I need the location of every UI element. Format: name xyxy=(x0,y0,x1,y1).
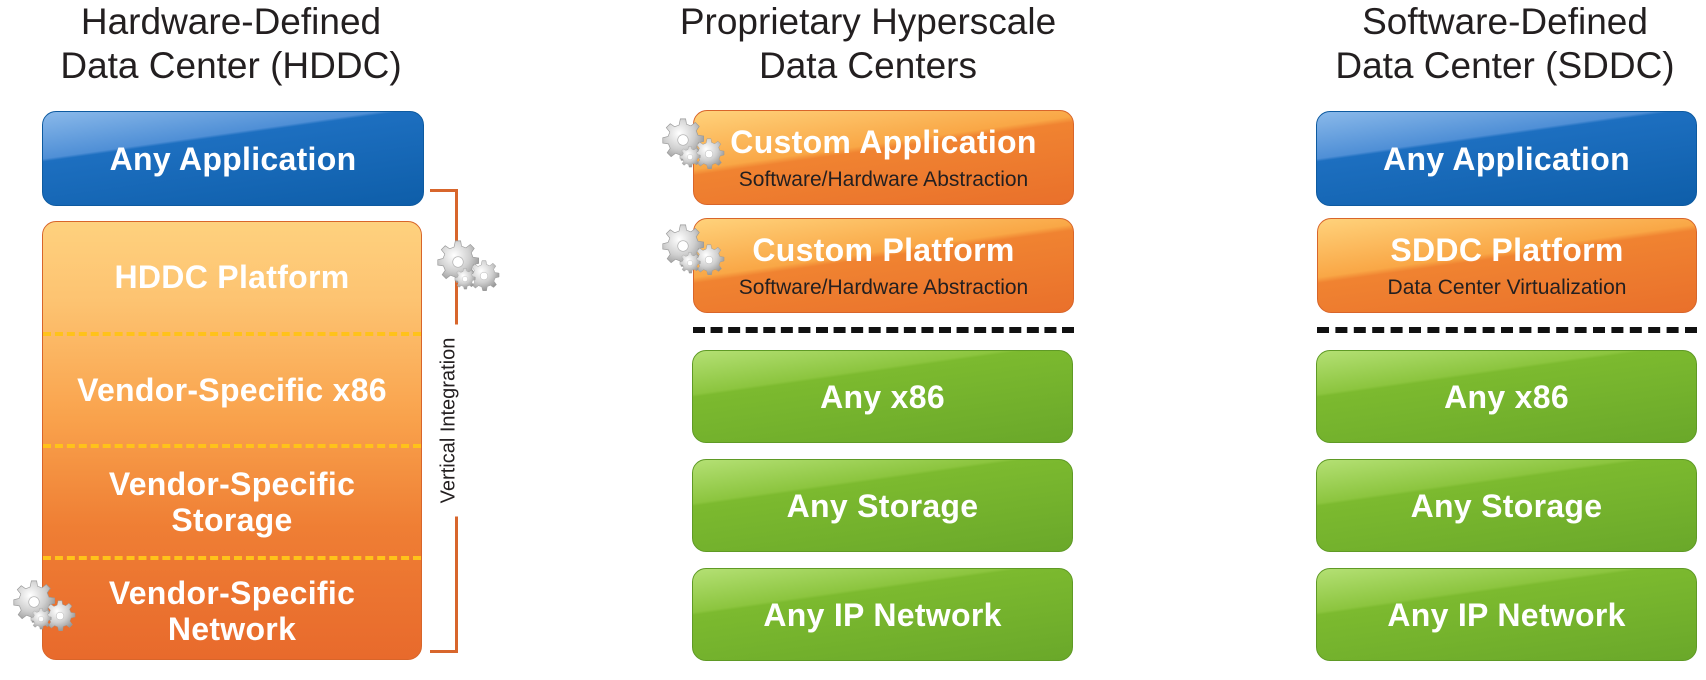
gear-icon xyxy=(10,578,80,638)
hddc-network-label-line-2: Network xyxy=(167,610,297,647)
hddc-storage-label-line-1: Vendor-Specific xyxy=(108,466,356,502)
hyperscale-title-line-1: Proprietary Hyperscale xyxy=(679,1,1057,42)
hyperscale-network-label: Any IP Network xyxy=(763,596,1002,633)
hddc-network-label-line-1: Vendor-Specific xyxy=(108,574,356,611)
sddc-platform-box: SDDC Platform Data Center Virtualization xyxy=(1317,218,1697,313)
hddc-layer-divider-2 xyxy=(43,444,421,448)
hddc-platform-label: HDDC Platform xyxy=(114,259,350,295)
custom-platform-sublabel: Software/Hardware Abstraction xyxy=(738,275,1029,299)
custom-application-box: Custom Application Software/Hardware Abs… xyxy=(693,110,1074,205)
hyperscale-title: Proprietary Hyperscale Data Centers xyxy=(664,0,1072,88)
sddc-any-application-label: Any Application xyxy=(1383,140,1630,177)
hddc-stack-box: HDDC Platform Vendor-Specific x86 Vendor… xyxy=(42,221,422,660)
sddc-title: Software-Defined Data Center (SDDC) xyxy=(1318,0,1692,88)
hyperscale-storage-box: Any Storage xyxy=(692,459,1073,552)
hddc-any-application-label: Any Application xyxy=(109,140,357,177)
sddc-title-line-2: Data Center (SDDC) xyxy=(1335,45,1675,86)
hddc-x86-label: Vendor-Specific x86 xyxy=(77,372,387,408)
sddc-title-line-1: Software-Defined xyxy=(1362,1,1648,42)
sddc-storage-box: Any Storage xyxy=(1316,459,1697,552)
custom-platform-box: Custom Platform Software/Hardware Abstra… xyxy=(693,218,1074,313)
hyperscale-x86-box: Any x86 xyxy=(692,350,1073,443)
sddc-platform-sublabel: Data Center Virtualization xyxy=(1387,275,1627,299)
hyperscale-network-box: Any IP Network xyxy=(692,568,1073,661)
sddc-any-application-box: Any Application xyxy=(1316,111,1697,206)
hddc-layer-divider-1 xyxy=(43,332,421,336)
hddc-storage-label-line-2: Storage xyxy=(171,502,293,538)
custom-platform-label: Custom Platform xyxy=(752,231,1015,268)
hddc-layer-divider-3 xyxy=(43,556,421,560)
hyperscale-x86-label: Any x86 xyxy=(820,378,945,415)
hddc-title: Hardware-Defined Data Center (HDDC) xyxy=(42,0,420,88)
hddc-network-layer: Vendor-Specific Network xyxy=(43,560,421,659)
gear-icon xyxy=(434,238,504,298)
hddc-title-line-1: Hardware-Defined xyxy=(80,1,382,42)
hddc-title-line-2: Data Center (HDDC) xyxy=(60,45,402,86)
gear-icon xyxy=(659,222,729,282)
hddc-any-application-box: Any Application xyxy=(42,111,424,206)
vertical-integration-label: Vertical Integration xyxy=(437,324,461,517)
sddc-storage-label: Any Storage xyxy=(1410,487,1603,524)
hyperscale-storage-label: Any Storage xyxy=(786,487,979,524)
custom-application-sublabel: Software/Hardware Abstraction xyxy=(738,167,1029,191)
sddc-virtualization-divider xyxy=(1317,327,1697,333)
sddc-network-box: Any IP Network xyxy=(1316,568,1697,661)
sddc-x86-box: Any x86 xyxy=(1316,350,1697,443)
hyperscale-abstraction-divider xyxy=(693,327,1074,333)
custom-application-label: Custom Application xyxy=(730,123,1037,160)
hddc-storage-layer: Vendor-Specific Storage xyxy=(43,448,421,556)
hyperscale-title-line-2: Data Centers xyxy=(759,45,977,86)
gear-icon xyxy=(659,116,729,176)
sddc-x86-label: Any x86 xyxy=(1444,378,1569,415)
hddc-platform-layer: HDDC Platform xyxy=(43,222,421,332)
sddc-platform-label: SDDC Platform xyxy=(1390,231,1624,268)
sddc-network-label: Any IP Network xyxy=(1387,596,1626,633)
hddc-x86-layer: Vendor-Specific x86 xyxy=(43,336,421,444)
